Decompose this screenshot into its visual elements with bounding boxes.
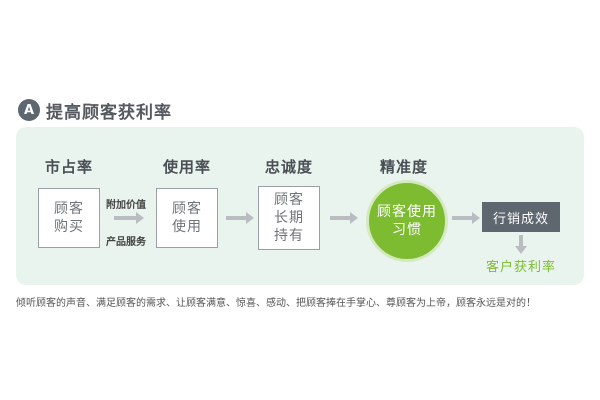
stage-box-purchase: 顾客 购买 [38, 188, 100, 248]
side-note-added-value: 附加价值 [106, 200, 146, 211]
stage-circle-usage-habit: 顾客使用 习惯 [366, 180, 448, 262]
down-arrow [515, 235, 527, 255]
stage-label-loyalty: 忠诚度 [264, 158, 313, 176]
stage-box-line: 顾客 [54, 201, 84, 217]
section-badge: A [18, 99, 40, 121]
stage-label-precision: 精准度 [379, 158, 428, 176]
result-box-marketing-effect: 行销成效 [482, 202, 560, 232]
stage-label-usage-rate: 使用率 [162, 158, 211, 176]
footer-text: 倾听顾客的声音、满足顾客的需求、让顾客满意、惊喜、感动、把顾客捧在手掌心、尊顾客… [16, 298, 536, 309]
stage-circle-line: 顾客使用 [377, 204, 437, 220]
stage-label-market-share: 市占率 [44, 158, 93, 176]
stage-box-line: 购买 [54, 219, 84, 235]
stage-box-use: 顾客 使用 [156, 188, 218, 248]
stage-box-line: 顾客 [172, 201, 202, 217]
stage-box-line: 持有 [274, 228, 304, 244]
section-title: 提高顾客获利率 [46, 102, 172, 123]
flow-arrow [114, 212, 144, 224]
flow-arrow [226, 212, 254, 224]
stage-box-line: 顾客 [274, 192, 304, 208]
flow-arrow [452, 212, 480, 224]
stage-box-line: 长期 [274, 210, 304, 226]
side-note-product-service: 产品服务 [106, 237, 146, 248]
section-header: A 提高顾客获利率 [18, 98, 172, 123]
result-label-customer-profitability: 客户获利率 [485, 260, 556, 275]
stage-circle-line: 习惯 [392, 222, 422, 238]
stage-box-line: 使用 [172, 219, 202, 235]
stage-box-long-term-hold: 顾客 长期 持有 [258, 186, 320, 250]
flow-arrow [330, 212, 358, 224]
